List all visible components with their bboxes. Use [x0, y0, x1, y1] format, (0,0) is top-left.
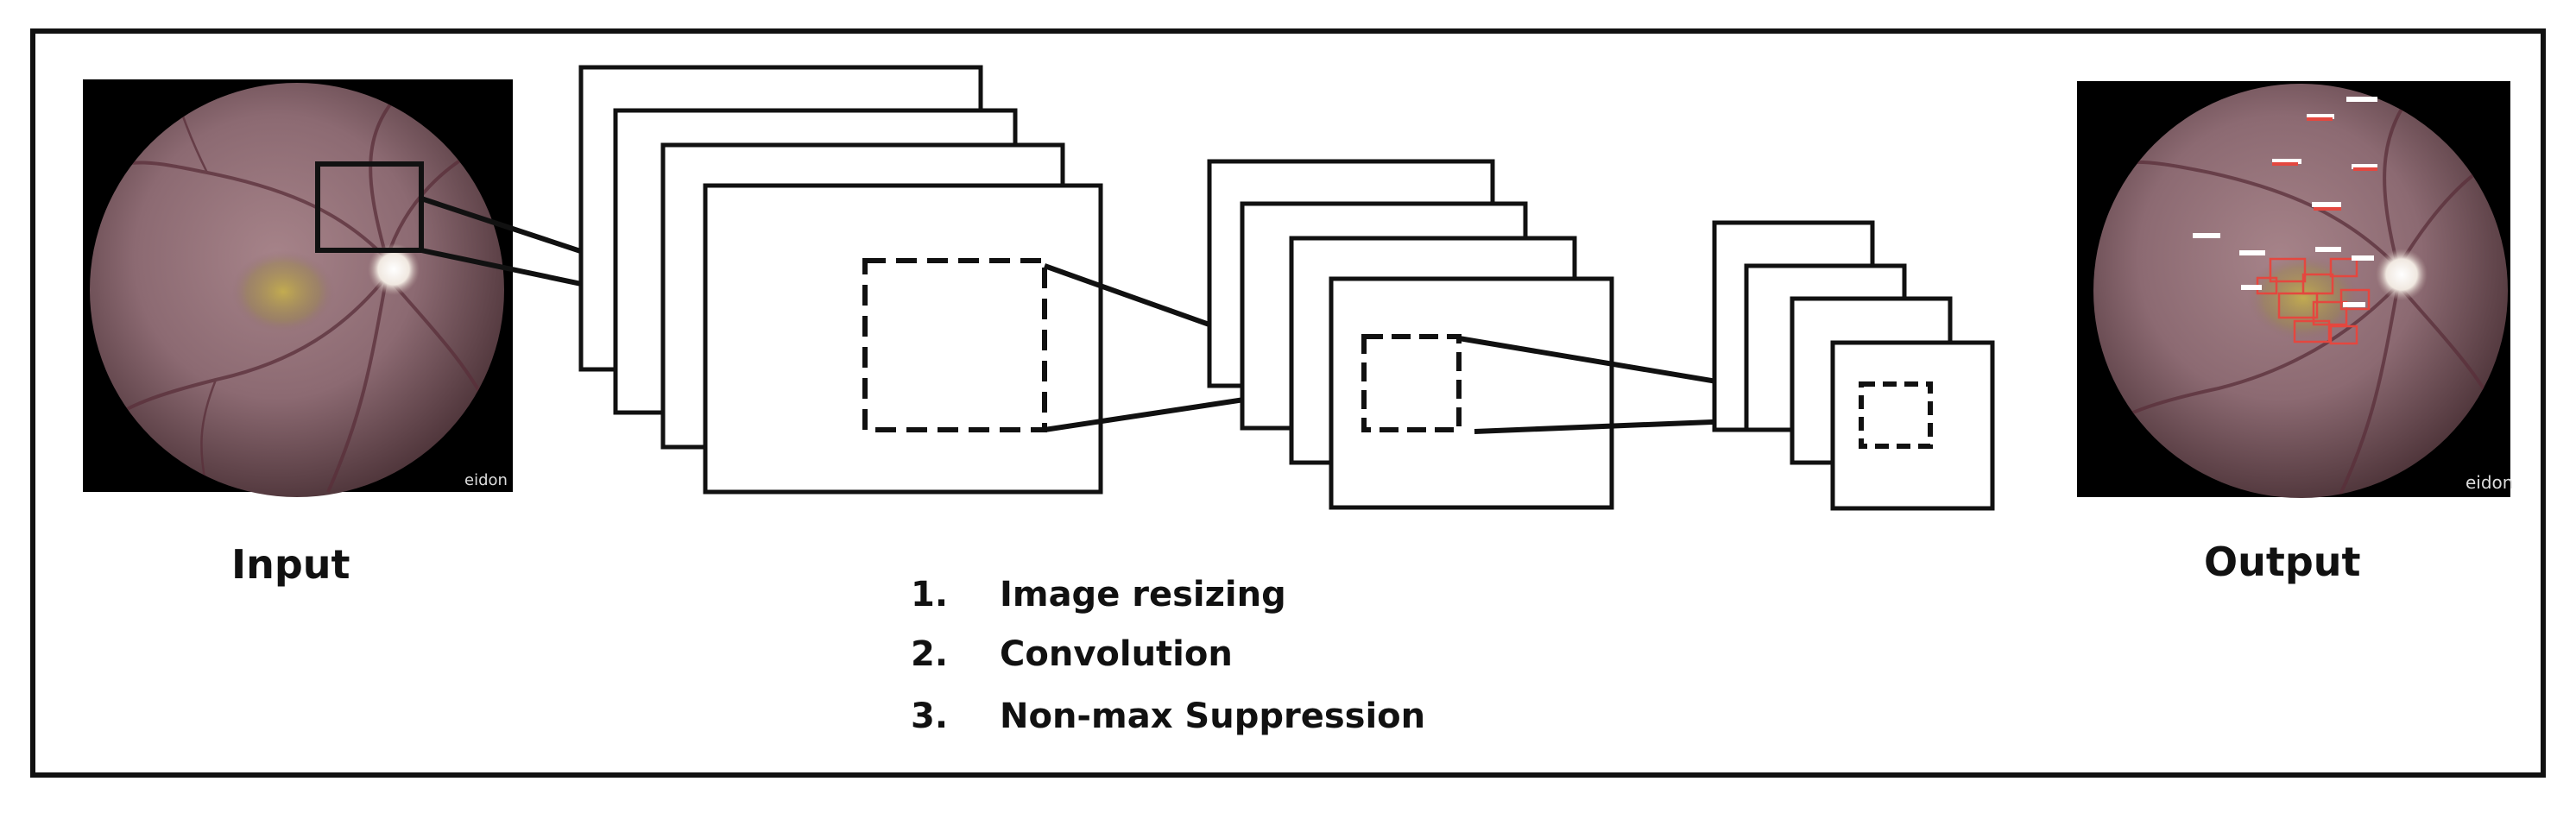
detection-tag	[2352, 164, 2377, 169]
detection-tag	[2307, 117, 2333, 121]
output-macula-lesion	[2247, 255, 2359, 341]
feature-map-3d	[1830, 340, 1995, 511]
detection-tag	[2352, 255, 2374, 261]
detection-box	[2269, 257, 2307, 283]
output-optic-disc	[2376, 249, 2428, 300]
detection-tag	[2346, 97, 2377, 102]
detection-tags-red	[2272, 117, 2377, 211]
detection-tag	[2343, 302, 2365, 307]
feature-maps-layer-1	[578, 65, 1103, 495]
detection-tag	[2312, 202, 2341, 207]
detection-tag	[2272, 159, 2301, 164]
detection-box	[2329, 257, 2358, 278]
detection-tags	[2193, 97, 2377, 307]
step-2-text: Convolution	[1000, 634, 1233, 674]
step-2-number: 2.	[911, 634, 948, 674]
input-optic-disc	[368, 243, 420, 295]
detection-tag	[2353, 167, 2377, 171]
detection-tag	[2272, 162, 2298, 166]
input-crop-box	[315, 161, 424, 253]
feature-map-2d	[1329, 276, 1614, 510]
detection-box	[2277, 292, 2319, 319]
kernel-dashed-3	[1859, 381, 1933, 449]
detection-tag	[2315, 247, 2341, 252]
outer-frame	[30, 28, 2546, 778]
detection-tag	[2241, 285, 2262, 290]
detection-box	[2293, 319, 2331, 343]
input-label: Input	[231, 541, 350, 588]
output-logo-watermark: eidon	[2466, 472, 2513, 493]
kernel-dashed-2	[1361, 334, 1462, 432]
step-1-text: Image resizing	[1000, 575, 1286, 614]
detection-box	[2329, 325, 2358, 345]
output-label: Output	[2204, 539, 2361, 585]
input-logo-watermark: eidon	[464, 471, 508, 489]
steps-list: 1. Image resizing 2. Convolution 3. Non-…	[911, 575, 1425, 736]
input-fundus-image: eidon	[83, 79, 513, 497]
detection-tag	[2239, 250, 2265, 255]
detection-tag	[2307, 114, 2334, 119]
detection-boxes	[2256, 257, 2371, 345]
kernel-dashed-1	[862, 258, 1047, 432]
detection-tag	[2193, 233, 2220, 238]
input-macula-lesion	[231, 250, 335, 333]
step-3-number: 3.	[911, 696, 948, 736]
step-1-number: 1.	[911, 575, 948, 614]
feature-maps-layer-3	[1712, 220, 1995, 511]
feature-map-1d	[703, 183, 1103, 495]
detection-box	[2339, 288, 2371, 311]
output-fundus-image: eidon	[2077, 81, 2513, 498]
step-3-text: Non-max Suppression	[1000, 696, 1425, 736]
detection-tag	[2314, 207, 2341, 211]
